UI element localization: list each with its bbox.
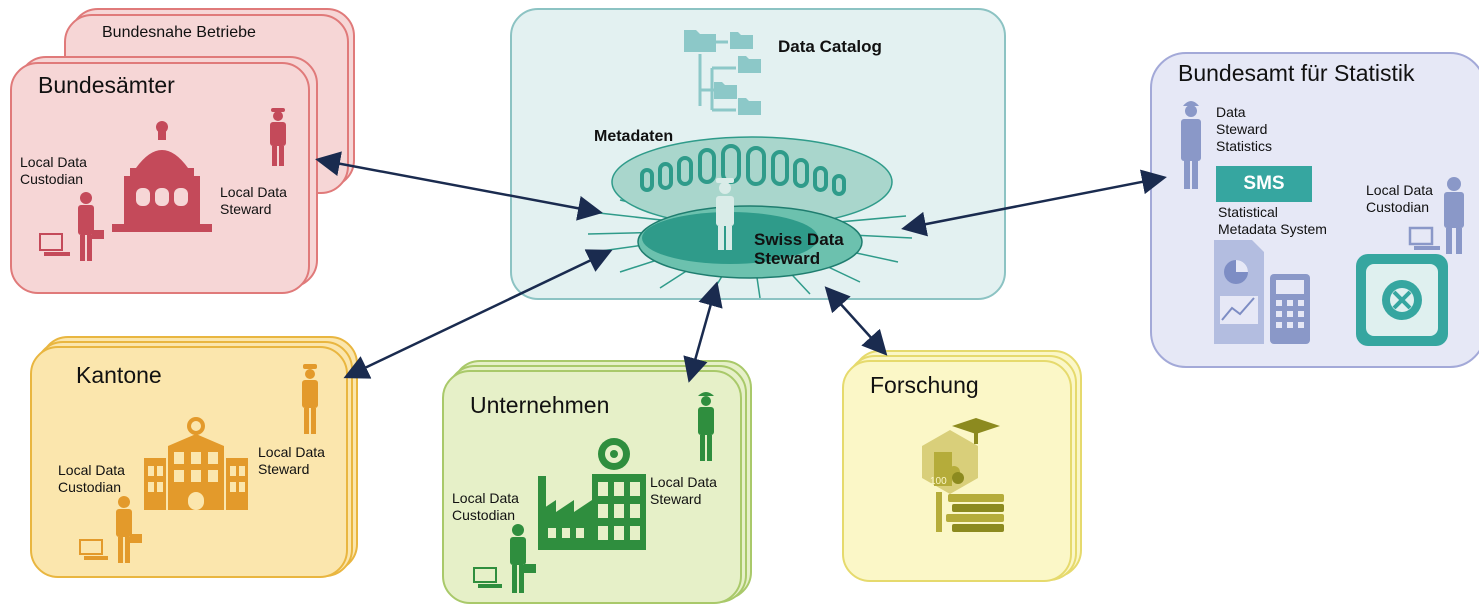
factory-icon [538, 438, 646, 550]
bundesaemter-title: Bundesämter [38, 72, 175, 98]
data-catalog-icon [684, 30, 761, 115]
kantone-steward-label: Local Data Steward [258, 444, 325, 477]
kantone-custodian-icon [79, 496, 142, 563]
sms-badge: SMS [1216, 166, 1312, 202]
local-data-steward-icon [270, 108, 286, 166]
bfs-steward-label: Data Steward Statistics [1216, 104, 1273, 154]
metadaten-label: Metadaten [594, 128, 674, 145]
local-data-custodian-icon [39, 192, 104, 261]
data-catalog-label: Data Catalog [778, 37, 882, 56]
bundeshaus-icon [112, 121, 212, 232]
bfs-custodian-label: Local Data Custodian [1366, 182, 1433, 215]
bund-steward-label: Local Data Steward [220, 184, 287, 217]
research-books-icon: 100 [922, 418, 1004, 532]
unternehmen-steward-icon [698, 392, 714, 461]
safe-icon [1356, 254, 1448, 346]
arrow-forschung-center [824, 286, 888, 356]
forschung-title: Forschung [870, 372, 979, 398]
arrow-unternehmen-center [683, 281, 723, 383]
bund-custodian-label: Local Data Custodian [20, 154, 87, 187]
bundesnahe-betriebe-label: Bundesnahe Betriebe [102, 24, 256, 41]
arrow-kantone-center [343, 249, 613, 379]
bfs-title: Bundesamt für Statistik [1178, 60, 1415, 86]
unternehmen-title: Unternehmen [470, 392, 610, 418]
arrow-center-bfs [901, 169, 1167, 237]
unternehmen-custodian-label: Local Data Custodian [452, 490, 519, 523]
statistics-documents-icon [1214, 240, 1310, 344]
kantone-steward-icon [302, 364, 318, 434]
metadata-hub [587, 136, 913, 299]
unternehmen-steward-label: Local Data Steward [650, 474, 717, 507]
bfs-custodian-icon [1408, 177, 1464, 254]
kantone-title: Kantone [76, 362, 162, 388]
kantonal-building-icon [144, 417, 248, 510]
swiss-data-steward-label: Swiss Data Steward [754, 230, 844, 268]
sms-description: Statistical Metadata System [1218, 204, 1327, 237]
unternehmen-custodian-icon [473, 524, 536, 593]
bfs-steward-icon [1181, 101, 1201, 189]
book-label-100: 100 [930, 476, 947, 487]
arrow-bund-center [315, 151, 603, 221]
kantone-custodian-label: Local Data Custodian [58, 462, 125, 495]
